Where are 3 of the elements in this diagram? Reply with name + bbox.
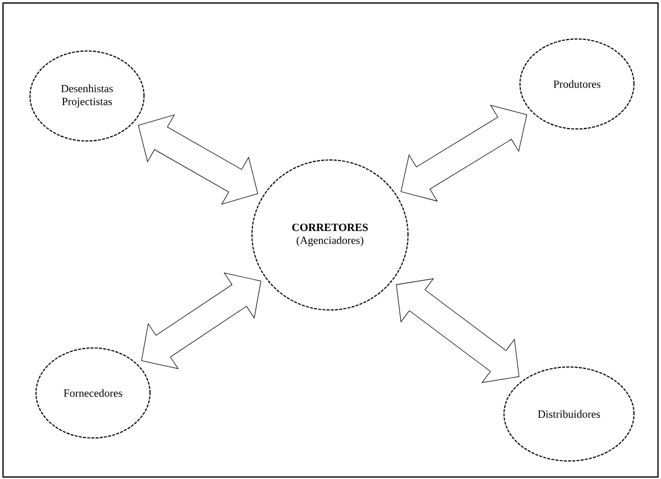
double-arrow [400,104,528,202]
double-arrow [396,278,520,384]
double-arrow [141,272,262,370]
